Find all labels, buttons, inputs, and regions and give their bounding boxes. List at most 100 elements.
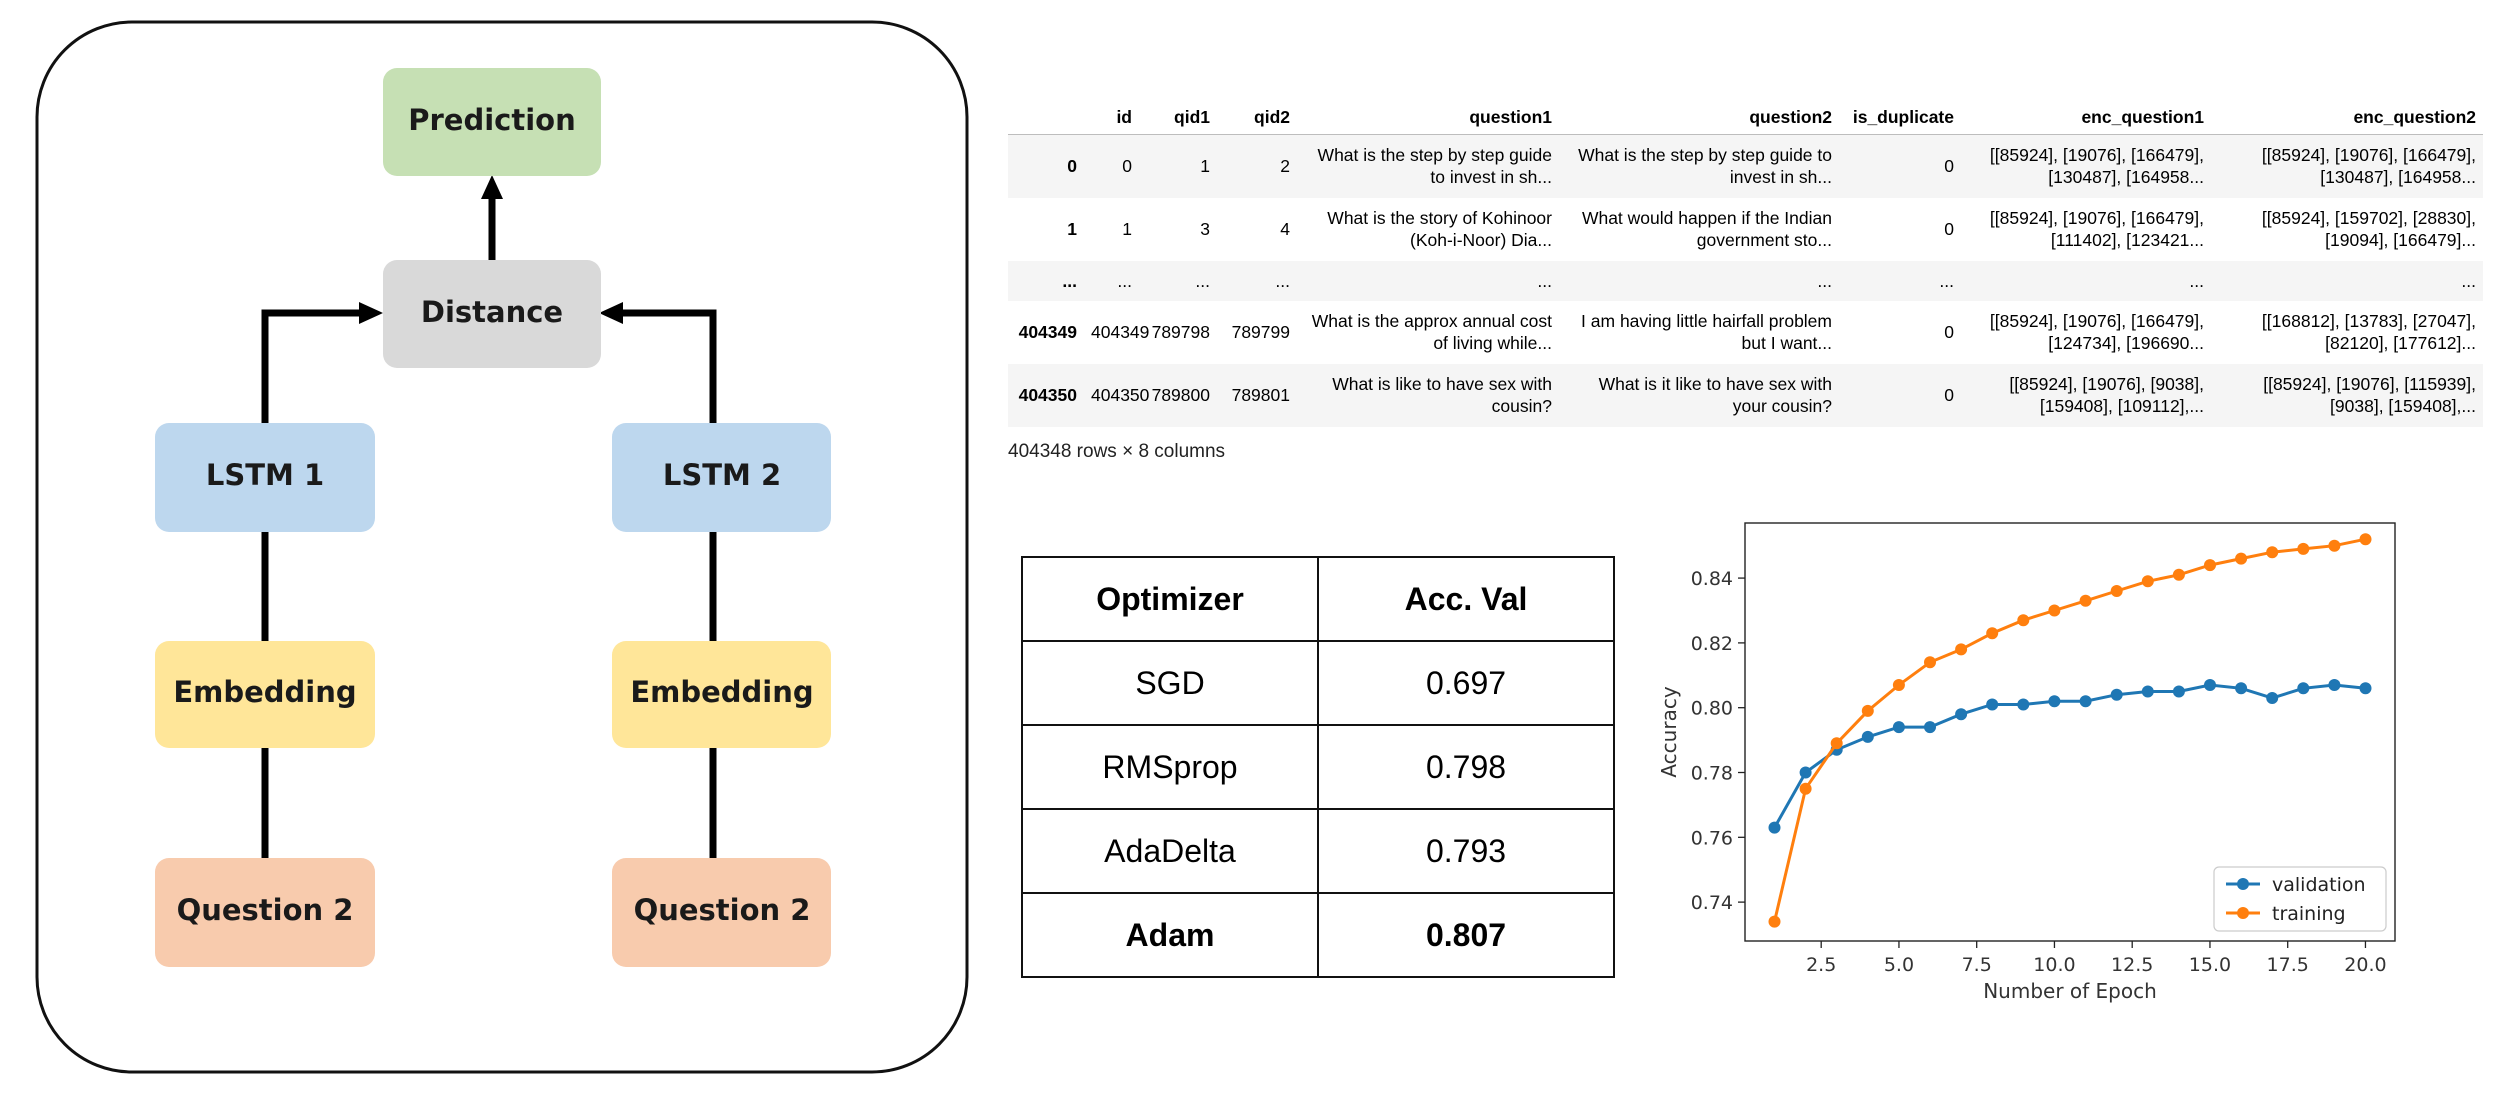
validation-point <box>1892 721 1905 734</box>
y-tick-label: 0.78 <box>1691 763 1733 785</box>
table-cell: 0 <box>1944 156 1954 177</box>
row-index: 404350 <box>1018 385 1077 405</box>
node-embedding-right: Embedding <box>612 641 831 748</box>
y-ticks: 0.740.760.780.800.820.84 <box>1691 568 1745 914</box>
training-point <box>2297 542 2310 555</box>
dataframe-header-row: id qid1 qid2 question1 question2 is_dupl… <box>1008 85 2483 135</box>
table-cell: What is the step by step guide to invest… <box>1578 145 1832 188</box>
validation-point <box>1955 708 1968 721</box>
dataframe-header-qid2: qid2 <box>1217 85 1297 135</box>
table-cell: ... <box>2461 270 2476 291</box>
x-axis-label: Number of Epoch <box>1983 979 2157 1003</box>
table-cell: 4 <box>1280 219 1290 239</box>
dataframe-header-question1: question1 <box>1297 85 1559 135</box>
arrowheads <box>359 175 623 324</box>
training-point <box>1892 679 1905 691</box>
node-question-right-label: Question 2 <box>634 893 811 927</box>
dataframe-shape-text: 404348 rows × 8 columns <box>1008 441 1226 462</box>
table-cell: ... <box>1117 270 1132 291</box>
optimizer-header-row: Optimizer Acc. Val <box>1021 556 1615 642</box>
dataframe-table: id qid1 qid2 question1 question2 is_dupl… <box>1008 85 2483 427</box>
validation-point <box>2048 695 2061 708</box>
table-cell: 789801 <box>1231 385 1290 405</box>
node-lstm2: LSTM 2 <box>612 423 831 532</box>
row-index: 0 <box>1067 156 1077 177</box>
validation-point <box>2328 679 2341 691</box>
training-point <box>2266 546 2279 559</box>
training-point <box>1924 656 1936 669</box>
training-point <box>1768 915 1781 928</box>
legend-validation-marker <box>2237 878 2249 890</box>
table-row: 0 0 1 2 What is the step by step guide t… <box>1008 134 2483 198</box>
table-cell: 404350 <box>1091 385 1150 405</box>
node-question-right: Question 2 <box>612 858 831 967</box>
node-lstm2-label: LSTM 2 <box>663 458 781 492</box>
table-cell: [[85924], [159702], [28830], [19094], [1… <box>2261 208 2476 250</box>
y-tick-label: 0.82 <box>1691 633 1733 655</box>
table-cell: [[85924], [19076], [166479], [130487], [… <box>2261 145 2476 188</box>
table-cell: ... <box>1537 270 1552 291</box>
table-cell: What is the approx annual cost of living… <box>1311 311 1552 353</box>
optimizer-name: Adam <box>1021 892 1319 978</box>
training-point <box>1955 643 1968 656</box>
table-cell: 2 <box>1280 156 1290 177</box>
accuracy-header: Acc. Val <box>1317 556 1615 642</box>
x-tick-label: 17.5 <box>2267 954 2309 976</box>
validation-point <box>2359 682 2372 695</box>
dataframe-header-enc-question1: enc_question1 <box>1961 85 2211 135</box>
table-cell: 789800 <box>1151 385 1210 405</box>
table-cell: 1 <box>1122 219 1132 239</box>
table-cell: [[85924], [19076], [115939], [9038], [15… <box>2263 374 2476 416</box>
validation-point <box>2110 688 2123 701</box>
arrowhead-right <box>599 302 623 324</box>
node-embedding-left: Embedding <box>155 641 375 748</box>
validation-point <box>1768 821 1781 834</box>
x-tick-label: 15.0 <box>2189 954 2231 976</box>
arrowhead-left <box>359 302 383 324</box>
table-cell: 0 <box>1944 385 1954 405</box>
table-row: SGD 0.697 <box>1021 640 1615 726</box>
connectors <box>261 195 717 858</box>
dataframe-header-question2: question2 <box>1559 85 1839 135</box>
y-tick-label: 0.80 <box>1691 698 1733 720</box>
series-layer <box>1768 533 2372 928</box>
validation-point <box>2172 685 2185 698</box>
optimizer-accuracy: 0.697 <box>1317 640 1615 726</box>
validation-point <box>2297 682 2310 695</box>
validation-point <box>2235 682 2248 695</box>
validation-point <box>2266 692 2279 704</box>
dataframe-header-qid1: qid1 <box>1139 85 1217 135</box>
x-tick-label: 7.5 <box>1962 954 1992 976</box>
training-point <box>2110 585 2123 597</box>
table-row-ellipsis: ... ... ... ... ... ... ... ... ... <box>1008 260 2483 301</box>
y-axis-label: Accuracy <box>1657 686 1681 777</box>
table-cell: What is the step by step guide to invest… <box>1317 145 1552 188</box>
training-point <box>1861 704 1874 717</box>
training-point <box>1830 737 1843 750</box>
table-cell: [[85924], [19076], [166479], [130487], [… <box>1989 145 2204 188</box>
dataframe-header-is-duplicate: is_duplicate <box>1839 85 1961 135</box>
optimizer-header: Optimizer <box>1021 556 1319 642</box>
table-cell: [[168812], [13783], [27047], [82120], [1… <box>2261 311 2476 353</box>
x-tick-label: 2.5 <box>1806 954 1836 976</box>
optimizer-name: AdaDelta <box>1021 808 1319 894</box>
optimizer-accuracy: 0.793 <box>1317 808 1615 894</box>
training-point <box>1799 782 1812 795</box>
training-point <box>2141 575 2154 588</box>
table-cell: 0 <box>1944 219 1954 239</box>
y-tick-label: 0.76 <box>1691 827 1733 849</box>
table-cell: What is the story of Kohinoor (Koh-i-Noo… <box>1327 208 1552 250</box>
training-point <box>2204 559 2216 572</box>
training-point <box>2048 604 2061 617</box>
dataframe-header-enc-question2: enc_question2 <box>2211 85 2483 135</box>
table-cell: [[85924], [19076], [166479], [111402], [… <box>1989 208 2204 250</box>
x-tick-label: 12.5 <box>2111 954 2153 976</box>
table-cell: 0 <box>1944 322 1954 342</box>
x-tick-label: 20.0 <box>2344 954 2386 976</box>
x-tick-label: 5.0 <box>1884 954 1914 976</box>
dataframe-header-id: id <box>1084 85 1139 135</box>
table-cell: 0 <box>1122 156 1132 177</box>
table-row: 404350 404350 789800 789801 What is like… <box>1008 363 2483 427</box>
table-row: RMSprop 0.798 <box>1021 724 1615 810</box>
